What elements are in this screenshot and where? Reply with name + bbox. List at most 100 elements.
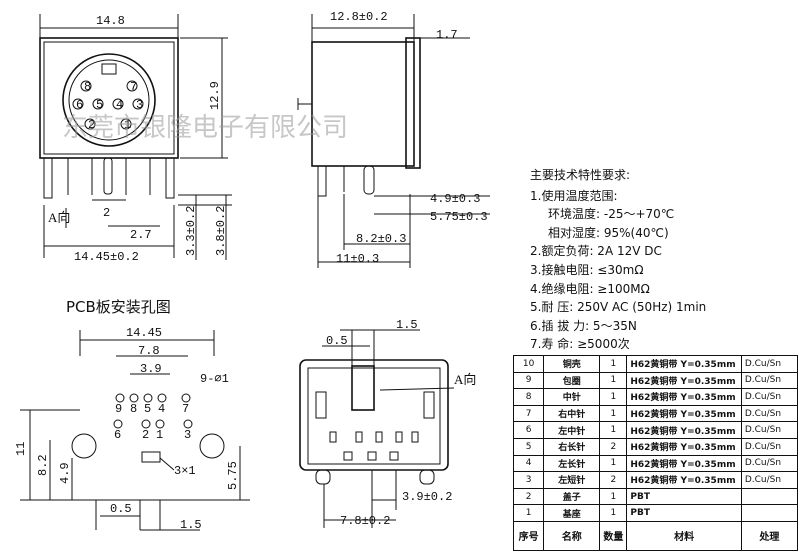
bom-cell-qty: 1	[599, 355, 628, 373]
bom-cell-material: H62黄铜带 Y=0.35mm	[626, 471, 742, 489]
bom-cell-name: 中针	[543, 388, 601, 406]
bom-cell-finish	[740, 504, 799, 522]
bom-cell-material: PBT	[626, 504, 742, 522]
pin-label-4: 4	[116, 98, 123, 112]
side-d4-dim: 11±0.3	[336, 252, 379, 266]
bom-cell-material: H62黄铜带 Y=0.35mm	[626, 421, 742, 439]
pcb-hole-spec: 9-⌀1	[200, 372, 229, 386]
bom-cell-qty: 1	[599, 388, 628, 406]
pcb-layout: PCB板安装孔图 14.45 7.8 3.9 9-⌀1 9 8 5 4 7 6 …	[14, 298, 250, 532]
spec-item: 2.额定负荷: 2A 12V DC	[530, 244, 662, 259]
front-bottom-width-dim: 14.45±0.2	[74, 250, 139, 264]
bom-cell-finish	[740, 487, 799, 506]
bom-header-no: 序号	[512, 520, 545, 551]
bom-header-finish: 处理	[740, 520, 799, 551]
bom-cell-no: 4	[512, 454, 545, 473]
side-d2-dim: 5.75±0.3	[430, 210, 488, 224]
front-view: 14.8 8 7 6 5 4 3 2 1	[39, 14, 232, 264]
spec-item: 3.接触电阻: ≤30mΩ	[530, 262, 644, 277]
bom-cell-finish: D.Cu/Sn	[740, 437, 799, 456]
spec-item: 环境温度: -25～+70℃	[548, 207, 675, 222]
pin-label-8: 8	[84, 80, 91, 94]
watermark: 东莞市银隆电子有限公司	[62, 113, 348, 143]
bom-header-material: 材料	[626, 520, 742, 551]
bom-cell-no: 5	[512, 437, 545, 456]
bom-cell-qty: 1	[599, 504, 628, 522]
pin-label-2: 2	[88, 118, 95, 132]
bottom-dim-bottom: 7.8±0.2	[340, 514, 390, 528]
front-pitch-dim: 2	[103, 206, 110, 220]
bom-cell-material: H62黄铜带 Y=0.35mm	[626, 388, 742, 406]
bom-cell-name: 铜壳	[543, 355, 601, 373]
side-d1-dim: 4.9±0.3	[430, 192, 480, 206]
pin-label-1: 1	[124, 118, 131, 132]
pcb-slot-spec: 3×1	[174, 464, 196, 478]
bom-cell-qty: 1	[599, 371, 628, 390]
pcb-hole-6: 6	[114, 428, 121, 442]
bottom-view: 1.5 0.5 A向 3.9±0.2 7.8±0.2	[299, 318, 476, 528]
front-width-dim: 14.8	[96, 14, 125, 28]
bom-cell-finish: D.Cu/Sn	[740, 471, 799, 489]
front-h1-dim: 3.3±0.2	[184, 206, 198, 256]
spec-item: 6.插 拔 力: 5～35N	[530, 318, 637, 333]
pcb-bottom-dim: 1.5	[180, 518, 202, 532]
bom-cell-qty: 1	[599, 421, 628, 439]
bom-cell-material: PBT	[626, 487, 742, 506]
bom-cell-material: H62黄铜带 Y=0.35mm	[626, 454, 742, 473]
bom-cell-qty: 2	[599, 437, 628, 456]
pcb-hole-4: 4	[158, 402, 165, 416]
bom-cell-name: 左中针	[543, 421, 601, 439]
specs-title: 主要技术特性要求:	[530, 168, 631, 182]
bom-cell-material: H62黄铜带 Y=0.35mm	[626, 371, 742, 390]
bom-cell-finish: D.Cu/Sn	[740, 454, 799, 473]
bom-cell-no: 9	[512, 371, 545, 390]
pcb-h3-dim: 5.75	[226, 461, 240, 490]
pcb-inner-dim: 7.8	[138, 344, 160, 358]
pcb-width-dim: 14.45	[126, 326, 162, 340]
bom-cell-no: 7	[512, 404, 545, 423]
front-height-dim: 12.9	[208, 81, 222, 110]
pcb-left-dim: 0.5	[110, 502, 132, 516]
bom-cell-no: 8	[512, 388, 545, 406]
bottom-top-dim-a: 0.5	[326, 334, 348, 348]
bom-cell-name: 包圈	[543, 371, 601, 390]
side-d3-dim: 8.2±0.3	[356, 232, 406, 246]
bom-cell-material: H62黄铜带 Y=0.35mm	[626, 437, 742, 456]
pin-label-6: 6	[76, 98, 83, 112]
spec-item: 5.耐 压: 250V AC (50Hz) 1min	[530, 300, 707, 315]
pin-label-5: 5	[96, 98, 103, 112]
bom-cell-material: H62黄铜带 Y=0.35mm	[626, 355, 742, 373]
bom-cell-finish: D.Cu/Sn	[740, 355, 799, 373]
bom-cell-finish: D.Cu/Sn	[740, 371, 799, 390]
pcb-hole-7: 7	[182, 402, 189, 416]
bom-cell-no: 10	[512, 355, 545, 373]
bom-cell-finish: D.Cu/Sn	[740, 421, 799, 439]
bottom-direction-label: A向	[454, 372, 476, 387]
pcb-pitch-dim: 3.9	[140, 362, 162, 376]
pcb-hole-8: 8	[130, 402, 137, 416]
pcb-title: PCB板安装孔图	[66, 298, 171, 316]
bom-cell-name: 右长针	[543, 437, 601, 456]
spec-item: 4.绝缘电阻: ≥100MΩ	[530, 281, 650, 296]
bom-cell-qty: 1	[599, 454, 628, 473]
bom-cell-no: 1	[512, 504, 545, 522]
pcb-hole-5: 5	[144, 402, 151, 416]
side-view: 12.8±0.2 1.7 4.9±0.3 5.75±0.3 8.2±0.3 11…	[297, 10, 490, 268]
front-direction-label: A向	[48, 210, 70, 225]
bom-cell-finish: D.Cu/Sn	[740, 388, 799, 406]
bom-cell-qty: 2	[599, 471, 628, 489]
pcb-hole-9: 9	[115, 402, 122, 416]
pcb-h1-dim: 8.2	[36, 454, 50, 476]
